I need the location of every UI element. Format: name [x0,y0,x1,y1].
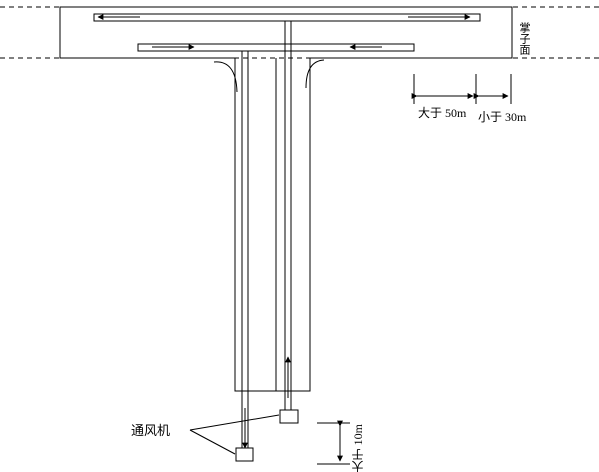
working-face-label: 掌子面 [518,22,531,55]
distance-label-greater-50m: 大于 50m [418,106,467,120]
fan-leader-line-to-left [189,429,236,455]
upper-horizontal-duct [93,13,481,22]
tunnel-outline [59,6,513,392]
fan-leader-line-to-right [189,414,280,431]
left-vertical-duct [241,51,249,450]
distance-label-less-30m: 小于 30m [478,110,527,124]
right-corner-flow-curve [305,59,325,89]
lower-horizontal-duct [137,43,415,52]
distance-label-greater-10m: 大于 10m [351,424,365,472]
left-corner-flow-curve [213,61,238,93]
fan-label: 通风机 [131,424,171,439]
right-vertical-duct [284,21,292,412]
fan-left [235,447,254,462]
fan-right [279,409,299,424]
